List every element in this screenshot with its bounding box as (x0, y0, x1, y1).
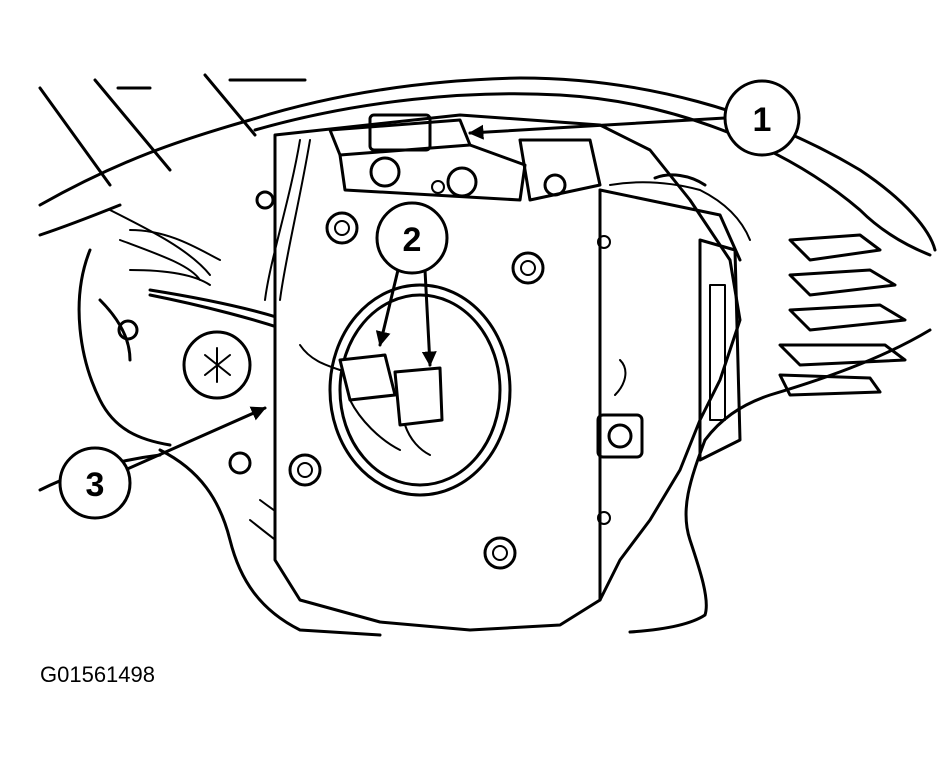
callout-3-label: 3 (86, 466, 105, 504)
steering-column-lines (38, 73, 307, 187)
callout-2: 2 (375, 201, 449, 275)
airbag-connectors (299, 344, 444, 456)
callout-1-label: 1 (753, 101, 772, 139)
figure-id: G01561498 (40, 662, 155, 687)
mounting-bolts (228, 190, 611, 570)
callout-3: 3 (58, 446, 132, 520)
callout-leaders (123, 116, 727, 472)
callout-1: 1 (723, 79, 801, 157)
top-connector-assembly (264, 113, 751, 301)
callout-2-label: 2 (403, 221, 422, 259)
clockspring (328, 283, 512, 497)
right-spoke-vents (778, 233, 907, 397)
